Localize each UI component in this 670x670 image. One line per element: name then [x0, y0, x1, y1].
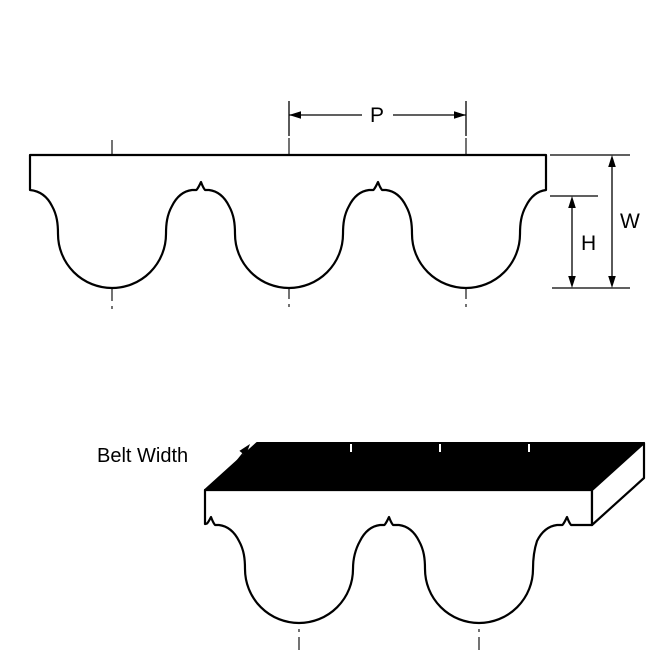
height-label: H — [581, 232, 596, 255]
belt-width-arrowhead — [239, 444, 250, 456]
pitch-right-arrowhead — [454, 111, 466, 119]
belt-end-face — [590, 441, 646, 527]
pitch-dimension: P — [288, 101, 467, 136]
belt-profile-cross-section — [28, 153, 548, 290]
isometric-view: Belt Width — [97, 441, 646, 650]
width-top-arrowhead — [608, 155, 616, 167]
pitch-label: P — [370, 104, 384, 127]
height-bottom-arrowhead — [568, 276, 576, 288]
width-bottom-arrowhead — [608, 276, 616, 288]
belt-front-profile — [203, 488, 594, 625]
width-dimension: W — [550, 154, 640, 289]
belt-width-arrow-line — [216, 451, 245, 487]
pitch-left-arrowhead — [289, 111, 301, 119]
height-dimension: H — [550, 195, 598, 288]
width-label: W — [620, 210, 640, 233]
belt-width-annotation: Belt Width — [97, 444, 250, 487]
belt-top-face — [204, 442, 645, 491]
cross-section-view: P W H — [28, 101, 640, 312]
belt-width-label: Belt Width — [97, 445, 188, 467]
height-top-arrowhead — [568, 196, 576, 208]
